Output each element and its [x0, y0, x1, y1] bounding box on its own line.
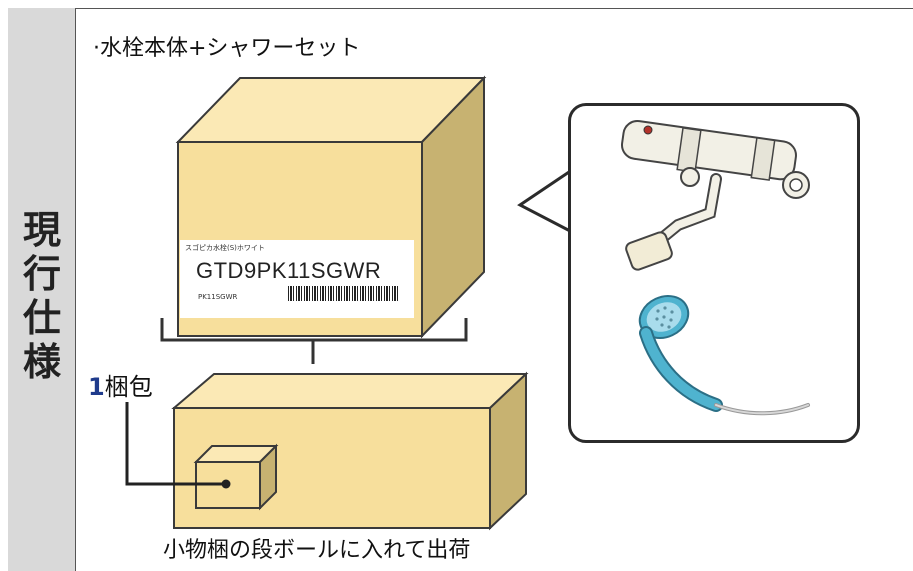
shower-head-icon [638, 295, 810, 416]
barcode [288, 286, 400, 301]
package-count-label: 1梱包 [88, 367, 153, 402]
product-label: スゴピカ水栓(S)ホワイト GTD9PK11SGWR PK11SGWR [180, 240, 414, 318]
product-label-code: GTD9PK11SGWR [196, 258, 382, 283]
package-count: 1 [88, 373, 105, 401]
sidebar-title-char: 様 [22, 340, 61, 384]
small-box [193, 443, 279, 511]
shipping-caption: 小物梱の段ボールに入れて出荷 [163, 538, 471, 563]
sidebar-title: 現 行 仕 様 [8, 208, 76, 384]
faucet-icon [621, 120, 810, 271]
package-unit: 梱包 [104, 373, 153, 401]
product-label-subcode: PK11SGWR [198, 293, 238, 301]
shipping-box-top [171, 373, 529, 409]
set-title: ·水栓本体+シャワーセット [93, 36, 361, 61]
illustration-bubble [568, 103, 860, 443]
bubble-tail [517, 167, 574, 235]
sidebar-title-char: 現 [22, 208, 61, 252]
sidebar-title-char: 行 [22, 252, 61, 296]
product-label-brand: スゴピカ水栓(S)ホワイト [185, 244, 265, 252]
sidebar [8, 8, 76, 571]
sidebar-title-char: 仕 [22, 296, 61, 340]
package-pointer-dot [221, 479, 231, 489]
package-pointer-line [125, 402, 225, 486]
